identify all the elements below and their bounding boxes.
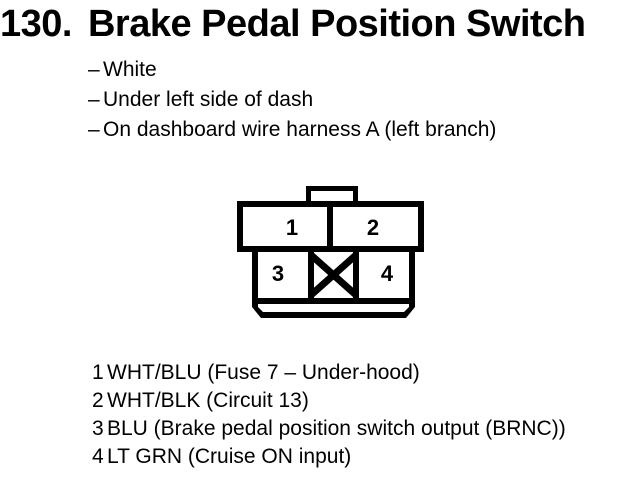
pin-description: WHT/BLU (Fuse 7 – Under-hood) [107,361,420,384]
location-notes: – White – Under left side of dash – On d… [88,55,496,145]
cavity-2-label: 2 [367,215,379,240]
pin-row: 1 WHT/BLU (Fuse 7 – Under-hood) [92,359,566,387]
connector-base-slot [258,304,409,312]
pin-description: BLU (Brake pedal position switch output … [107,417,566,440]
section-heading: 130. Brake Pedal Position Switch [0,0,586,48]
pin-description: WHT/BLK (Circuit 13) [107,389,309,412]
page-title: Brake Pedal Position Switch [87,3,586,45]
dash-bullet: – [88,118,100,141]
list-item: – White [88,55,496,85]
connector-bottom-right-wall [409,252,415,298]
keyway-right-wall [353,252,359,298]
pin-number: 3 [92,417,104,440]
note-text: White [103,58,157,81]
keyway-left-wall [308,252,314,298]
dash-bullet: – [88,88,100,111]
dash-bullet: – [88,58,100,81]
pin-row: 3 BLU (Brake pedal position switch outpu… [92,415,566,443]
cavity-1-label: 1 [286,215,298,240]
pin-number: 2 [92,389,104,412]
pin-number: 1 [92,361,104,384]
connector-pinout-svg: 1 2 3 4 [237,186,424,318]
pin-row: 4 LT GRN (Cruise ON input) [92,443,566,471]
list-item: – On dashboard wire harness A (left bran… [88,115,496,145]
pin-description: LT GRN (Cruise ON input) [107,445,352,468]
note-text: Under left side of dash [103,88,314,111]
cavity-3-label: 3 [272,261,284,286]
connector-bottom-left-wall [252,252,258,298]
connector-diagram: 1 2 3 4 [230,180,430,325]
pin-legend: 1 WHT/BLU (Fuse 7 – Under-hood) 2 WHT/BL… [92,359,566,471]
cavity-4-label: 4 [381,261,394,286]
section-number: 130. [0,3,72,45]
pin-number: 4 [92,445,104,468]
pin-row: 2 WHT/BLK (Circuit 13) [92,387,566,415]
note-text: On dashboard wire harness A (left branch… [103,118,497,141]
keyway-cross-line-2 [308,252,359,298]
list-item: – Under left side of dash [88,85,496,115]
